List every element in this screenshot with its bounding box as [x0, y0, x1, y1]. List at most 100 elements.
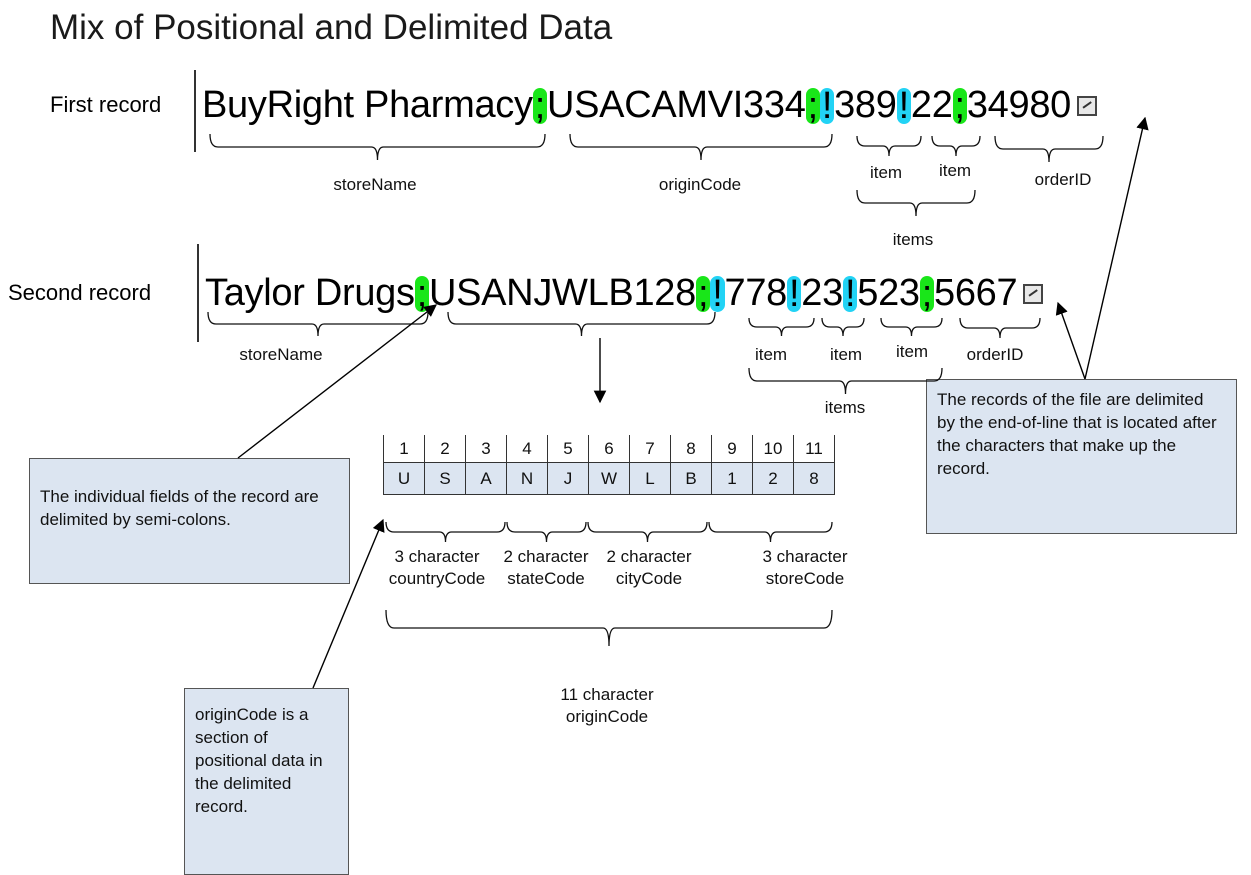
- record-1-item-1: 389: [834, 84, 897, 126]
- brace: [506, 521, 587, 543]
- field-delimiter: ;: [532, 84, 547, 127]
- character-cell: U: [383, 462, 425, 495]
- character-cell: S: [424, 462, 466, 495]
- brace: [385, 609, 833, 647]
- brace: [748, 367, 943, 395]
- total-size: 11 character: [560, 685, 654, 704]
- pointer-arrow: [1084, 116, 1149, 380]
- segment-size: 2 character: [606, 547, 692, 566]
- record-2-orderid: 5667: [934, 272, 1018, 314]
- position-row: 1 2 3 4 5 6 7 8 9 10 11: [383, 435, 835, 463]
- record-2-text: Taylor Drugs;USANJWLB128;!778!23!523;566…: [205, 272, 1044, 315]
- brace-label-item: item: [895, 342, 929, 361]
- brace: [748, 317, 815, 337]
- position-cell: 8: [670, 435, 712, 463]
- brace-label-item: item: [869, 163, 903, 182]
- pointer-arrow: [312, 518, 385, 689]
- position-cell: 4: [506, 435, 548, 463]
- brace-label-items: items: [824, 398, 866, 417]
- character-cell: W: [588, 462, 630, 495]
- character-row: U S A N J W L B 1 2 8: [383, 462, 835, 495]
- brace-label-storename: storeName: [239, 345, 323, 364]
- diagram-title: Mix of Positional and Delimited Data: [50, 8, 613, 47]
- character-cell: 8: [793, 462, 835, 495]
- segment-name: countryCode: [388, 569, 486, 588]
- segment-name: cityCode: [615, 569, 683, 588]
- brace-label-origincode: originCode: [658, 175, 742, 194]
- segment-name: storeCode: [765, 569, 845, 588]
- record-2-item-1: 778: [724, 272, 788, 314]
- segment-countrycode: 3 character countryCode: [389, 546, 485, 590]
- segment-storecode: 3 character storeCode: [762, 546, 847, 590]
- segment-statecode: 2 character stateCode: [503, 546, 588, 590]
- field-delimiter: ;: [414, 272, 429, 315]
- brace: [856, 189, 976, 217]
- character-cell: A: [465, 462, 507, 495]
- segment-size: 3 character: [394, 547, 480, 566]
- position-cell: 7: [629, 435, 671, 463]
- brace-label-item: item: [829, 345, 863, 364]
- record-label-second: Second record: [8, 280, 152, 305]
- segment-size: 3 character: [762, 547, 848, 566]
- brace: [994, 135, 1104, 163]
- brace-label-items: items: [892, 230, 934, 249]
- position-cell: 1: [383, 435, 425, 463]
- brace: [959, 317, 1041, 339]
- total-name: originCode: [565, 707, 649, 726]
- position-cell: 9: [711, 435, 753, 463]
- callout-semicolons: The individual fields of the record are …: [29, 458, 350, 584]
- character-cell: J: [547, 462, 589, 495]
- record-1-item-2: 22: [910, 84, 953, 126]
- position-cell: 10: [752, 435, 794, 463]
- brace-label-item: item: [938, 161, 972, 180]
- segment-size: 2 character: [503, 547, 589, 566]
- segment-citycode: 2 character cityCode: [606, 546, 691, 590]
- record-2-item-2: 23: [801, 272, 843, 314]
- record-label-first: First record: [50, 92, 162, 117]
- character-cell: B: [670, 462, 712, 495]
- item-delimiter: !: [819, 84, 835, 127]
- record-1-storename: BuyRight Pharmacy: [202, 84, 533, 126]
- segment-name: stateCode: [507, 569, 585, 588]
- brace: [856, 135, 922, 157]
- origincode-total: 11 character originCode: [560, 684, 653, 728]
- position-cell: 2: [424, 435, 466, 463]
- brace-label-storename: storeName: [333, 175, 417, 194]
- character-cell: L: [629, 462, 671, 495]
- brace: [207, 311, 429, 337]
- record-2-item-3: 523: [857, 272, 920, 314]
- field-delimiter: ;: [805, 84, 820, 127]
- field-delimiter: ;: [919, 272, 935, 315]
- record-2-origincode: USANJWLB128: [428, 272, 696, 314]
- brace-label-orderid: orderID: [1034, 170, 1092, 189]
- record-1-origincode: USACAMVI334: [546, 84, 806, 126]
- brace-label-orderid: orderID: [966, 345, 1024, 364]
- position-cell: 6: [588, 435, 630, 463]
- brace: [447, 311, 716, 337]
- pointer-arrow: [1055, 301, 1086, 380]
- brace: [209, 133, 546, 161]
- brace: [880, 317, 943, 337]
- brace: [708, 521, 833, 543]
- record-1-orderid: 34980: [966, 84, 1071, 126]
- character-cell: N: [506, 462, 548, 495]
- item-delimiter: !: [787, 272, 802, 315]
- field-delimiter: ;: [952, 84, 967, 127]
- item-delimiter: !: [896, 84, 911, 127]
- brace: [587, 521, 708, 543]
- brace: [569, 133, 833, 161]
- end-of-line-icon: [1076, 95, 1097, 116]
- field-delimiter: ;: [695, 272, 711, 315]
- end-of-line-icon: [1023, 283, 1044, 304]
- brace: [931, 135, 981, 157]
- item-delimiter: !: [842, 272, 858, 315]
- pointer-arrow: [237, 304, 437, 459]
- brace: [821, 317, 865, 337]
- callout-end-of-line: The records of the file are delimited by…: [926, 379, 1237, 534]
- origincode-position-grid: 1 2 3 4 5 6 7 8 9 10 11 U S A N J W L B …: [383, 435, 835, 495]
- brace-label-item: item: [754, 345, 788, 364]
- record-1-text: BuyRight Pharmacy;USACAMVI334;!389!22;34…: [202, 84, 1097, 127]
- callout-positional: originCode is a section of positional da…: [184, 688, 349, 875]
- item-delimiter: !: [710, 272, 725, 315]
